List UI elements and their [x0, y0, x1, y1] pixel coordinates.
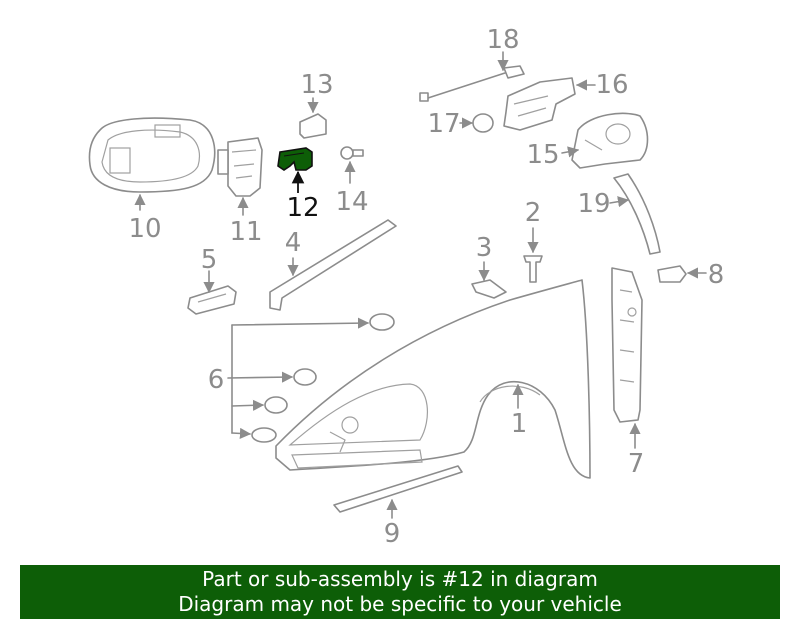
info-banner: Part or sub-assembly is #12 in diagram D…: [20, 565, 780, 619]
part-17-grommet[interactable]: [472, 113, 494, 133]
part-6-clips[interactable]: [251, 313, 395, 443]
part-8-clip[interactable]: [657, 265, 687, 283]
callout-17[interactable]: 17: [427, 109, 460, 139]
callout-10[interactable]: 10: [128, 214, 161, 244]
leader-19: [609, 196, 630, 208]
part-12-highlight[interactable]: [277, 147, 313, 171]
part-7-bracket[interactable]: [611, 267, 643, 423]
part-9-molding[interactable]: [333, 465, 463, 513]
part-10-mirror[interactable]: [88, 117, 216, 193]
banner-line-part: Part or sub-assembly is #12 in diagram: [202, 567, 598, 591]
callout-labels: 1 2 3 4 5 6 7 8 9 10 11 12 13 14 15 16 1…: [128, 25, 724, 549]
part-5-bracket[interactable]: [187, 285, 237, 315]
part-2-bolt[interactable]: [523, 255, 543, 283]
part-3-bracket[interactable]: [471, 279, 507, 299]
callout-15[interactable]: 15: [526, 140, 559, 170]
callout-4[interactable]: 4: [285, 228, 302, 258]
banner-line-disclaimer: Diagram may not be specific to your vehi…: [178, 592, 622, 616]
callout-6[interactable]: 6: [208, 365, 225, 395]
leader-6: [227, 317, 370, 440]
callout-2[interactable]: 2: [525, 198, 542, 228]
callout-8[interactable]: 8: [708, 260, 725, 290]
part-13-cover[interactable]: [299, 113, 327, 139]
callout-7[interactable]: 7: [628, 449, 645, 479]
callout-13[interactable]: 13: [300, 70, 333, 100]
part-18-cable[interactable]: [419, 65, 525, 102]
callout-1[interactable]: 1: [511, 409, 528, 439]
part-19-strip[interactable]: [613, 173, 661, 255]
callout-11[interactable]: 11: [229, 217, 262, 247]
part-12-clip[interactable]: [277, 147, 313, 171]
parts-diagram: 1 2 3 4 5 6 7 8 9 10 11 12 13 14 15 16 1…: [88, 25, 724, 549]
part-4-strip[interactable]: [269, 219, 397, 311]
part-16-actuator[interactable]: [503, 77, 576, 131]
callout-18[interactable]: 18: [486, 25, 519, 55]
callout-16[interactable]: 16: [595, 70, 628, 100]
callout-9[interactable]: 9: [384, 519, 401, 549]
part-15-housing[interactable]: [571, 112, 649, 169]
callout-14[interactable]: 14: [335, 187, 368, 217]
part-14-screw[interactable]: [340, 146, 364, 160]
leader-15: [561, 146, 580, 158]
callout-19[interactable]: 19: [577, 189, 610, 219]
part-11-bracket[interactable]: [217, 137, 263, 197]
callout-3[interactable]: 3: [476, 233, 493, 263]
callout-12[interactable]: 12: [286, 193, 319, 223]
callout-5[interactable]: 5: [201, 245, 218, 275]
part-1-fender[interactable]: [275, 279, 591, 479]
